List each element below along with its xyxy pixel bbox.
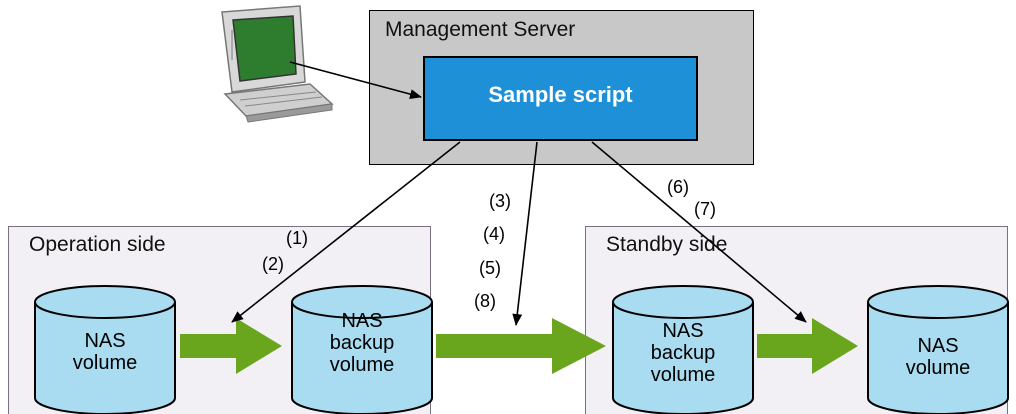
standby-nas-volume-cylinder (867, 285, 1009, 414)
label-line: volume (650, 364, 716, 386)
sample-script-box: Sample script (423, 56, 698, 141)
standby-side-title: Standby side (606, 233, 728, 256)
operation-side-title: Operation side (29, 233, 166, 256)
script-to-operation-backup-arrow (231, 141, 461, 323)
flow-arrow-standby-backup-to-volume (757, 318, 858, 374)
label-line: backup (650, 342, 716, 364)
step-5-label: (5) (479, 258, 501, 278)
standby-nas-backup-volume-label: NAS backup volume (613, 320, 753, 386)
operation-nas-volume-cylinder (34, 285, 176, 414)
sample-script-label: Sample script (488, 82, 633, 107)
step-1-label: (1) (286, 228, 308, 248)
flow-arrow-backup-to-standby (436, 318, 606, 374)
script-to-replication-arrow (512, 141, 538, 326)
label-line: NAS (917, 335, 959, 357)
label-line: backup (329, 332, 395, 354)
step-2-label: (2) (262, 254, 284, 274)
script-to-standby-volume-arrow (591, 141, 807, 323)
label-line: NAS (84, 330, 126, 352)
label-line: volume (329, 354, 395, 376)
label-line: NAS (341, 310, 383, 332)
step-8-label: (8) (474, 291, 496, 311)
step-3-label: (3) (489, 191, 511, 211)
step-4-label: (4) (483, 224, 505, 244)
label-line: volume (72, 352, 138, 374)
step-7-label: (7) (694, 199, 716, 219)
label-line: NAS (662, 320, 704, 342)
label-line: volume (905, 357, 971, 379)
computer-terminal-icon (221, 5, 334, 123)
standby-nas-backup-volume-cylinder (612, 285, 754, 414)
operation-nas-backup-volume-label: NAS backup volume (292, 310, 432, 376)
management-server-title: Management Server (385, 18, 576, 41)
terminal-to-script-arrow (289, 61, 422, 99)
standby-nas-volume-label: NAS volume (868, 335, 1008, 379)
operation-nas-backup-volume-cylinder (291, 285, 433, 414)
operation-nas-volume-label: NAS volume (35, 330, 175, 374)
flow-arrow-op-volume-to-backup (180, 318, 282, 374)
step-6-label: (6) (667, 177, 689, 197)
